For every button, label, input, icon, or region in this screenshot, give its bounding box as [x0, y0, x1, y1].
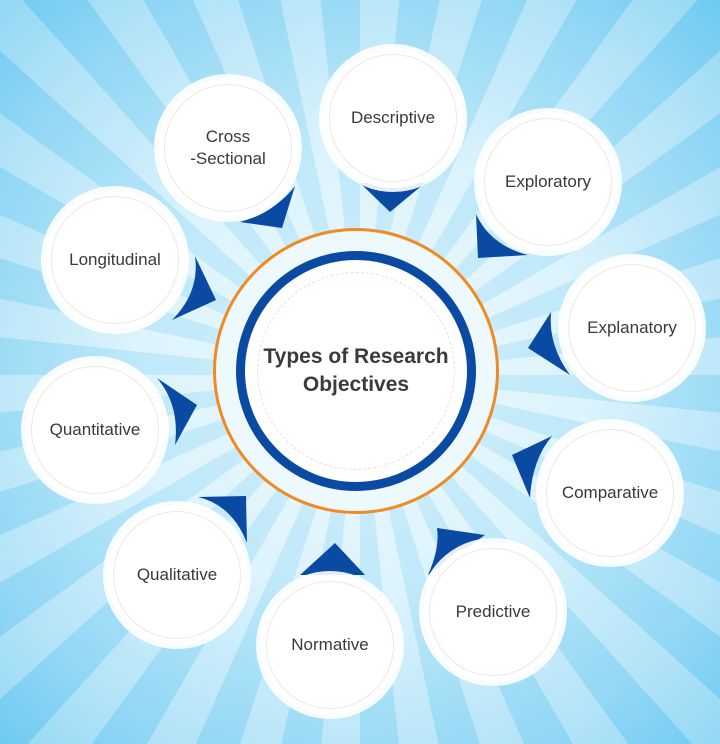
node-label: Explanatory	[587, 318, 677, 337]
arrow-longitudinal-icon	[172, 256, 216, 320]
node-longitudinal: Longitudinal	[45, 190, 185, 330]
node-normative: Normative	[260, 575, 400, 715]
node-qualitative: Qualitative	[107, 505, 247, 645]
arrow-quantitative-icon	[157, 378, 197, 445]
node-quantitative: Quantitative	[25, 360, 165, 500]
arrow-comparative-icon	[512, 436, 552, 498]
node-label: Cross -Sectional	[190, 127, 266, 168]
node-label: Longitudinal	[69, 250, 161, 269]
node-label: Predictive	[455, 602, 531, 621]
arrow-qualitative-icon	[198, 496, 247, 543]
arrow-normative-icon	[300, 543, 365, 575]
arrow-explanatory-icon	[528, 312, 570, 375]
node-label: Comparative	[561, 483, 659, 502]
center-dashed-ring	[257, 272, 455, 470]
node-label: Exploratory	[505, 172, 591, 191]
center-title-line-2: Objectives	[302, 373, 410, 396]
node-cross-sectional: Cross -Sectional	[158, 78, 298, 218]
center-title: Types of Research Objectives	[256, 343, 456, 399]
node-label: Normative	[291, 635, 369, 654]
node-label: Qualitative	[136, 565, 218, 584]
arrow-descriptive-icon	[360, 183, 425, 212]
node-label: Quantitative	[49, 420, 141, 439]
node-exploratory: Exploratory	[478, 112, 618, 252]
node-label: Descriptive	[350, 108, 436, 127]
node-comparative: Comparative	[540, 423, 680, 563]
arrow-cross-sectional-icon	[240, 186, 295, 228]
arrow-exploratory-icon	[476, 214, 528, 258]
center-circle: Types of Research Objectives	[236, 251, 476, 491]
node-predictive: Predictive	[423, 542, 563, 682]
center-title-line-1: Types of Research	[263, 345, 449, 368]
node-explanatory: Explanatory	[562, 258, 702, 398]
node-descriptive: Descriptive	[323, 48, 463, 188]
